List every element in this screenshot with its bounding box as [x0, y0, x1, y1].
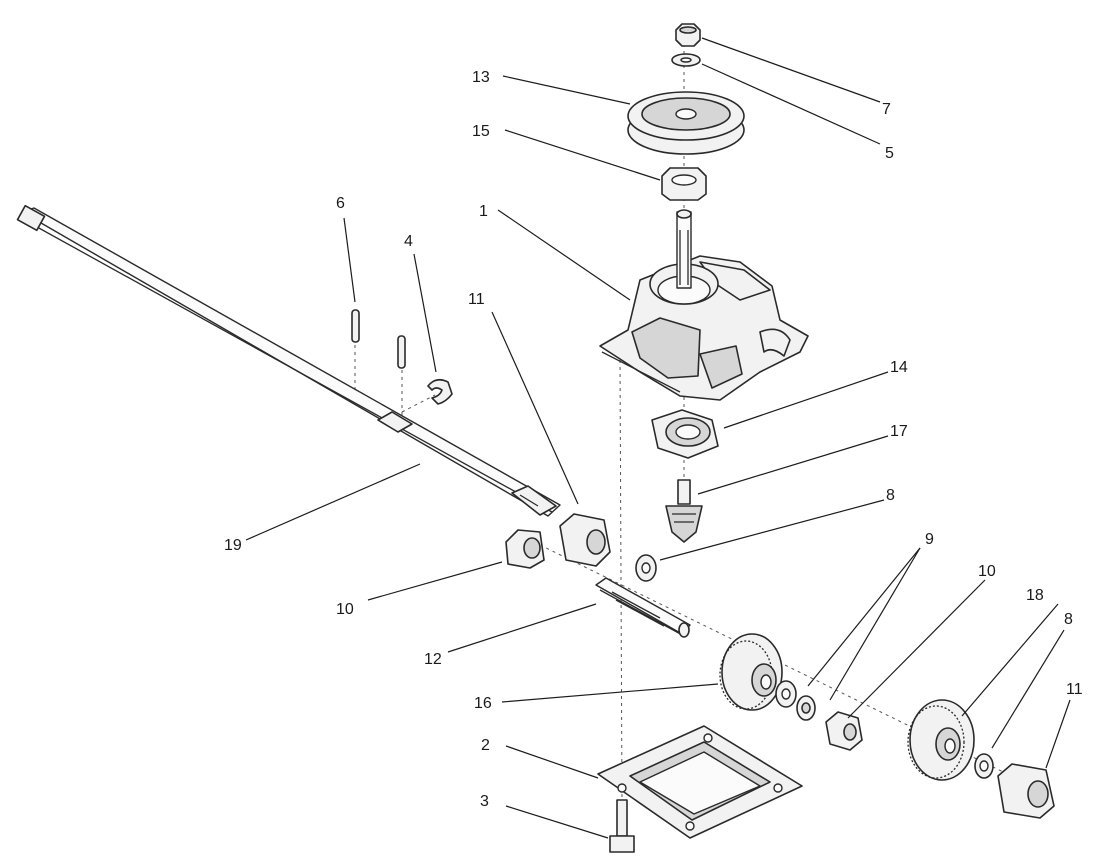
callout-11-right: 11	[1066, 681, 1083, 698]
part-8-washer-center	[635, 554, 657, 582]
part-7-nut	[675, 23, 701, 47]
callout-1: 1	[479, 203, 488, 220]
part-1-gearbox-housing	[599, 255, 809, 401]
part-13-pulley	[627, 91, 745, 155]
callout-8-right: 8	[1064, 611, 1073, 628]
callout-3: 3	[480, 793, 489, 810]
part-11-bushing-right	[997, 763, 1055, 819]
part-3-bolt	[609, 799, 635, 853]
callout-19: 19	[224, 537, 242, 554]
callout-16: 16	[474, 695, 492, 712]
callout-9: 9	[925, 531, 934, 548]
callout-labels: 13 15 1 7 5 6 4 11 14 17 8 19 10 12 16 9…	[224, 69, 1083, 810]
part-4-clip	[427, 378, 453, 405]
callout-10-right: 10	[978, 563, 996, 580]
part-17-pinion-shaft	[665, 479, 703, 543]
part-input-shaft	[676, 209, 692, 289]
callout-12: 12	[424, 651, 442, 668]
part-10-bushing-left	[505, 529, 545, 569]
callout-17: 17	[890, 423, 908, 440]
part-14-bearing	[651, 409, 719, 459]
part-8-washer-right	[974, 753, 994, 779]
part-6b-roll-pin	[397, 335, 406, 369]
part-15-spacer	[661, 167, 707, 201]
callout-11-center: 11	[468, 291, 485, 308]
callout-8-center: 8	[886, 487, 895, 504]
part-2-cover-plate	[597, 725, 803, 839]
part-18-gear	[907, 699, 975, 781]
part-19-axle-shaft	[16, 204, 561, 517]
part-10-bushing-right	[825, 711, 863, 751]
leader-lines	[245, 37, 1071, 839]
callout-4: 4	[404, 233, 413, 250]
part-6-roll-pin	[351, 309, 360, 343]
callout-2: 2	[481, 737, 490, 754]
callout-6: 6	[336, 195, 345, 212]
part-5-washer-top	[671, 53, 701, 67]
callout-15: 15	[472, 123, 490, 140]
part-11-bushing-center	[559, 513, 611, 567]
part-9-washers	[775, 680, 816, 721]
part-16-gear	[719, 633, 783, 711]
callout-13: 13	[472, 69, 490, 86]
callout-7: 7	[882, 101, 891, 118]
part-12-short-shaft	[595, 577, 691, 638]
callout-18: 18	[1026, 587, 1044, 604]
callout-5: 5	[885, 145, 894, 162]
callout-14: 14	[890, 359, 908, 376]
callout-10-left: 10	[336, 601, 354, 618]
